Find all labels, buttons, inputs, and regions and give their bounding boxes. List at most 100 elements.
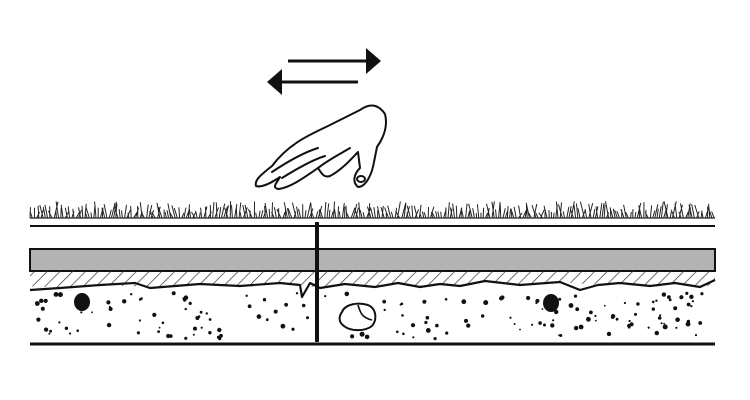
- gravel-dot: [461, 299, 467, 305]
- subbase-top-line: [29, 279, 716, 299]
- gravel-dot: [651, 300, 655, 304]
- gravel-dot: [673, 306, 678, 311]
- gravel-dot: [667, 295, 671, 299]
- gravel-dot: [531, 323, 534, 326]
- gravel-dot: [122, 299, 127, 304]
- stone: [74, 293, 90, 311]
- hatched-layer: [30, 271, 715, 288]
- gravel-dot: [58, 321, 61, 324]
- gravel-dot: [603, 304, 606, 307]
- gravel-dot: [686, 319, 691, 324]
- gravel-dot: [685, 291, 689, 295]
- gravel-dot: [76, 329, 79, 333]
- gravel-dot: [166, 333, 171, 339]
- gravel-dot: [679, 295, 684, 300]
- gravel-dot: [57, 292, 63, 298]
- gravel-dot: [40, 306, 45, 311]
- gravel-dot: [636, 302, 640, 306]
- gravel-dot: [675, 326, 678, 329]
- gravel-dot: [425, 328, 431, 333]
- gravel-dot: [158, 326, 161, 329]
- gravel-dot: [657, 316, 662, 320]
- gravel-dot: [610, 315, 615, 319]
- gravel-dot: [217, 327, 222, 333]
- gravel-dot: [91, 311, 93, 314]
- arrow-right: [288, 48, 381, 74]
- gravel-dot: [284, 302, 288, 307]
- gravel-dot: [273, 309, 278, 314]
- gravel-dot: [188, 301, 192, 305]
- gravel-dot: [662, 324, 668, 330]
- gravel-dot: [550, 323, 555, 328]
- gravel-dot: [444, 298, 448, 301]
- gravel-dot: [422, 299, 427, 304]
- gravel-dot: [157, 330, 161, 333]
- gravel-dot: [575, 307, 580, 312]
- gravel-dot: [169, 334, 173, 338]
- gravel-dot: [628, 319, 631, 323]
- gravel-dot: [663, 322, 665, 325]
- gravel-dot: [106, 322, 112, 328]
- gravel-dot: [558, 334, 561, 337]
- gravel-dot: [192, 333, 195, 336]
- gravel-dot: [675, 317, 680, 323]
- gravel-dot: [543, 323, 546, 327]
- gravel-dot: [661, 292, 667, 297]
- gravel-dot: [552, 319, 555, 322]
- gravel-dot: [219, 333, 223, 338]
- gravel-dot: [205, 312, 208, 315]
- gravel-dot: [402, 332, 405, 336]
- gravel-dot: [668, 298, 672, 302]
- gravel-dot: [306, 316, 309, 320]
- gravel-dot: [44, 327, 49, 332]
- gravel-dot: [197, 315, 201, 318]
- gravel-dot: [80, 311, 83, 314]
- gravel-dot: [108, 307, 113, 311]
- gravel-dot: [399, 303, 402, 306]
- gravel-dot: [69, 332, 72, 335]
- gravel-dot: [396, 330, 399, 334]
- gravel-dot: [589, 310, 593, 315]
- gravel-dot: [184, 336, 188, 340]
- gravel-dot: [578, 324, 584, 330]
- gravel-dot: [350, 334, 355, 339]
- gravel-dot: [690, 305, 693, 308]
- gravel-dot: [301, 303, 306, 308]
- gravel-dot: [383, 308, 386, 312]
- gravel-dot: [535, 298, 540, 303]
- gravel-dot: [265, 318, 269, 322]
- gravel-dot: [247, 304, 252, 309]
- gravel-dot: [700, 292, 704, 296]
- gravel-dot: [256, 314, 262, 319]
- gravel-dot: [519, 328, 521, 331]
- gravel-dot: [425, 315, 430, 320]
- stone: [543, 294, 559, 312]
- gravel-dot: [464, 318, 468, 323]
- gravel-dot: [659, 314, 662, 317]
- gravel-dot: [654, 330, 659, 336]
- gravel-dot: [481, 314, 485, 318]
- gravel-dot: [594, 314, 597, 318]
- gravel-dot: [558, 297, 562, 301]
- gravel-dot: [594, 319, 597, 322]
- gravel-dot: [364, 334, 370, 340]
- gravel-layer: [34, 291, 704, 341]
- gravel-dot: [526, 295, 531, 301]
- gravel-dot: [280, 323, 286, 329]
- gravel-dot: [538, 321, 542, 325]
- gravel-dot: [554, 309, 559, 315]
- gravel-dot: [64, 326, 69, 330]
- gravel-dot: [171, 291, 176, 296]
- gravel-dot: [218, 336, 222, 341]
- gravel-dot: [509, 316, 512, 319]
- hand-icon: [254, 104, 387, 190]
- gravel-dot: [136, 331, 140, 335]
- rock: [338, 302, 377, 332]
- gravel-dot: [655, 299, 658, 302]
- gravel-dot: [344, 291, 350, 297]
- gravel-dot: [615, 317, 619, 321]
- gravel-dot: [691, 300, 695, 303]
- gravel-dot: [193, 326, 197, 331]
- gravel-dot: [208, 318, 212, 321]
